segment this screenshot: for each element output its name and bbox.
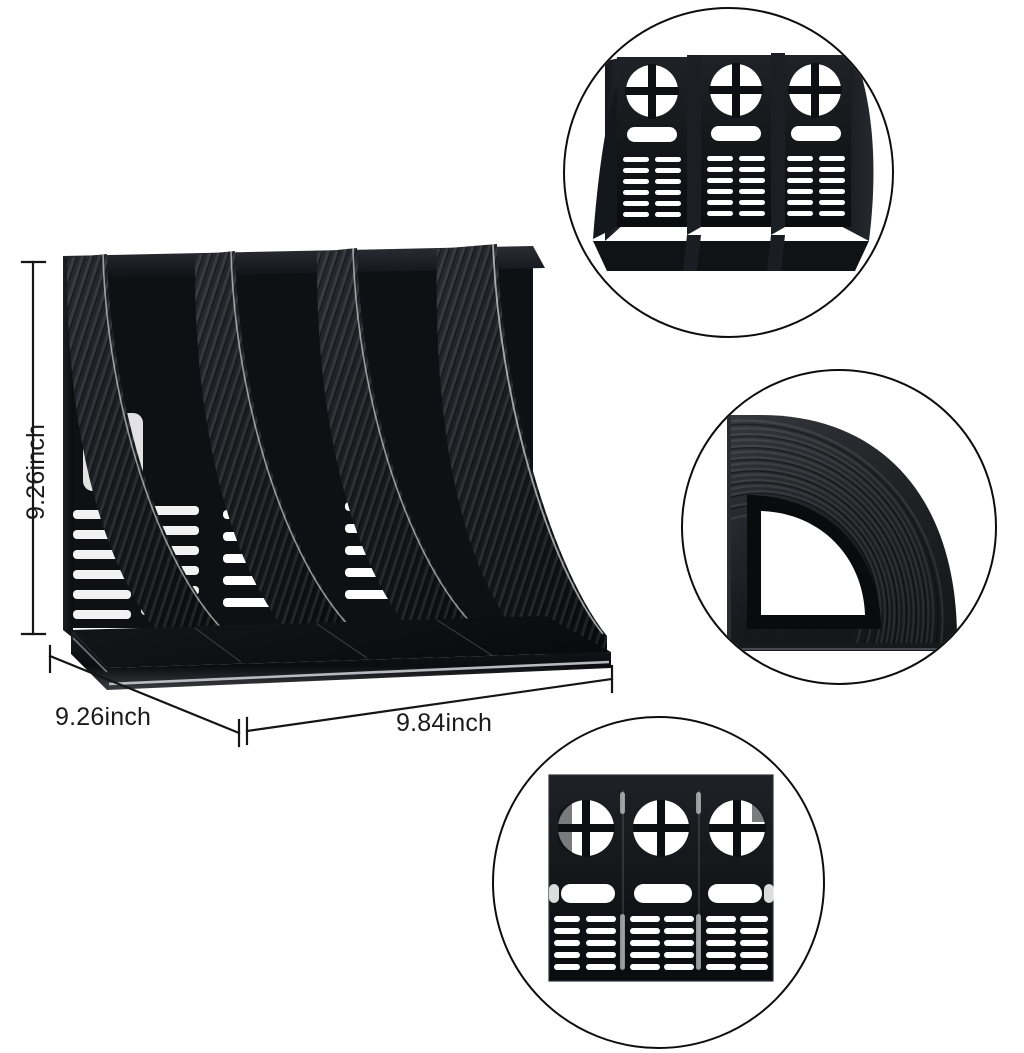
rear-face-1 bbox=[617, 57, 687, 227]
detail-circle-divider-closeup bbox=[681, 369, 997, 685]
divider-left-edge bbox=[727, 415, 731, 647]
rear-face-3 bbox=[785, 55, 851, 227]
panel-tick-slots bbox=[620, 792, 701, 970]
top-rail bbox=[63, 246, 545, 278]
depth-dim-line bbox=[48, 654, 241, 735]
divider-panel-3 bbox=[316, 247, 481, 645]
divider-cutout-hole bbox=[761, 511, 865, 615]
rear-floor bbox=[593, 241, 869, 271]
panel-circle-3 bbox=[709, 800, 766, 857]
divider-bottom-edge bbox=[727, 643, 957, 651]
rear-divider-2 bbox=[771, 53, 785, 235]
width-dimension-label: 9.84inch bbox=[396, 709, 493, 737]
panel-circle-1 bbox=[558, 800, 615, 857]
detail-circle-flat-back-panel bbox=[492, 716, 825, 1049]
base-plinth bbox=[71, 630, 611, 690]
rear-view-illustration bbox=[593, 53, 874, 271]
panel-oval-slots bbox=[549, 884, 774, 903]
width-dim-line bbox=[245, 677, 614, 733]
detail-circle-rear-view bbox=[563, 7, 894, 338]
depth-dimension-label: 9.26inch bbox=[55, 703, 152, 731]
tray-floor bbox=[71, 616, 611, 668]
rear-face-2 bbox=[701, 55, 771, 227]
panel-vent-slots bbox=[554, 916, 768, 970]
divider-panel-2 bbox=[194, 250, 359, 648]
height-dimension-label: 9.26inch bbox=[22, 423, 50, 520]
flat-back-panel-illustration bbox=[548, 774, 774, 982]
divider-panel-4 bbox=[436, 243, 607, 654]
main-product-view bbox=[45, 238, 625, 698]
panel-circle-2 bbox=[633, 800, 690, 857]
organizer-hero-illustration bbox=[63, 243, 611, 690]
divider-panel-1 bbox=[66, 253, 231, 650]
divider-closeup-illustration bbox=[727, 415, 957, 651]
rear-divider-1 bbox=[687, 55, 701, 235]
